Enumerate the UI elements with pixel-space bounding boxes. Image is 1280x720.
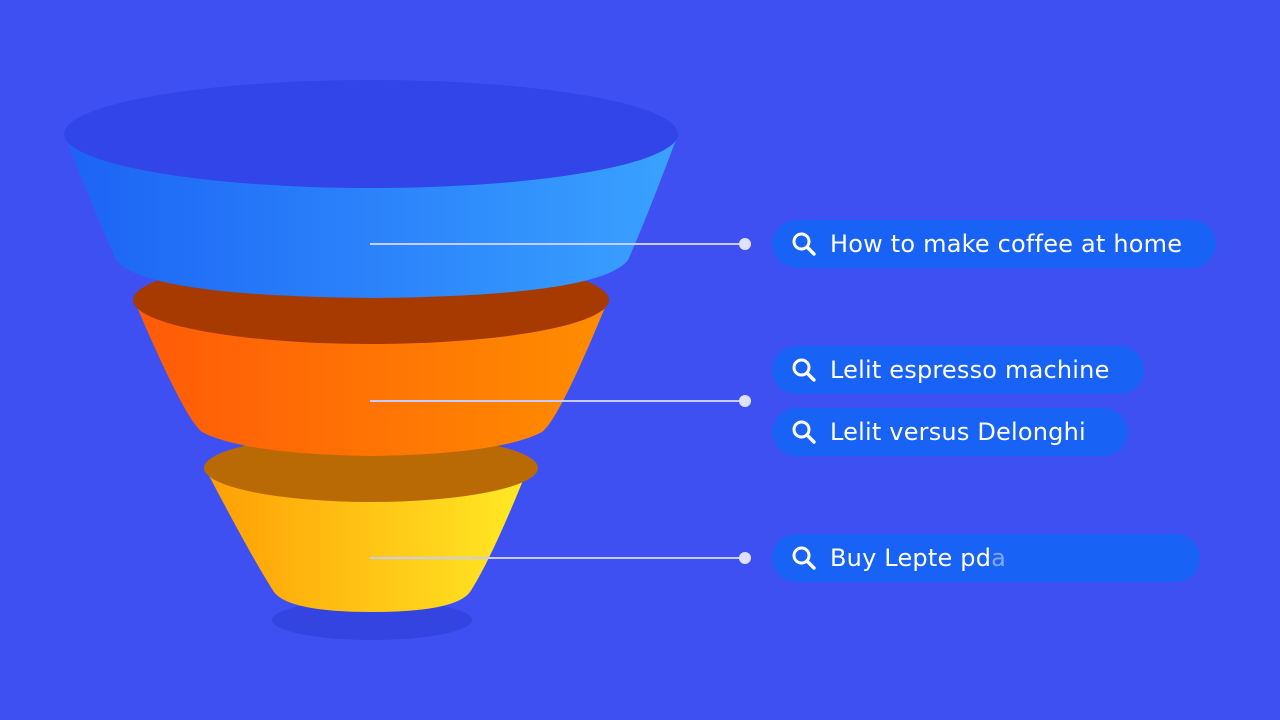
search-query-text: Lelit versus Delonghi — [830, 418, 1086, 446]
funnel-layer-bottom — [205, 468, 528, 612]
search-query-text: Lelit espresso machine — [830, 356, 1110, 384]
search-icon — [790, 544, 818, 572]
search-query-pill-bottom[interactable]: Buy Lepte pda — [772, 534, 1200, 582]
funnel-shadow — [272, 600, 472, 640]
connector-top — [370, 238, 751, 250]
search-icon — [790, 356, 818, 384]
search-query-text: Buy Lepte pda — [830, 544, 1006, 572]
connector-middle — [370, 395, 751, 407]
search-query-text: How to make coffee at home — [830, 230, 1183, 258]
search-icon — [790, 230, 818, 258]
search-query-typed: Buy Lepte pd — [830, 544, 992, 572]
funnel-layer-top-rim — [64, 80, 678, 188]
connector-bottom — [370, 552, 751, 564]
search-query-pill-middle-1[interactable]: Lelit espresso machine — [772, 346, 1144, 394]
search-icon — [790, 418, 818, 446]
search-query-pill-top[interactable]: How to make coffee at home — [772, 220, 1216, 268]
funnel-layer-middle — [134, 300, 608, 456]
search-query-typing-tail: a — [991, 544, 1007, 572]
search-query-pill-middle-2[interactable]: Lelit versus Delonghi — [772, 408, 1128, 456]
